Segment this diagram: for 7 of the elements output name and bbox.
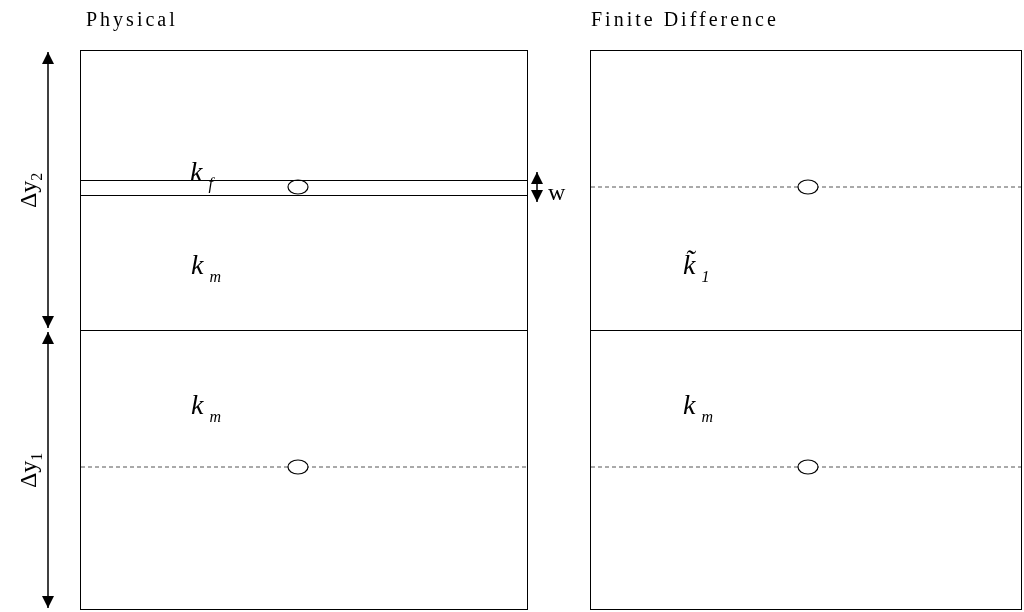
permeability-label: k$_{m}$ [191, 251, 221, 285]
permeability-label: k$_{m}$ [683, 391, 713, 425]
panel-title: Physical [86, 8, 178, 31]
width-label: w [548, 180, 566, 204]
permeability-label: k̃$_{1}$ [683, 251, 710, 285]
panel-title: Finite Difference [591, 8, 779, 31]
permeability-label: k$_{m}$ [191, 391, 221, 425]
